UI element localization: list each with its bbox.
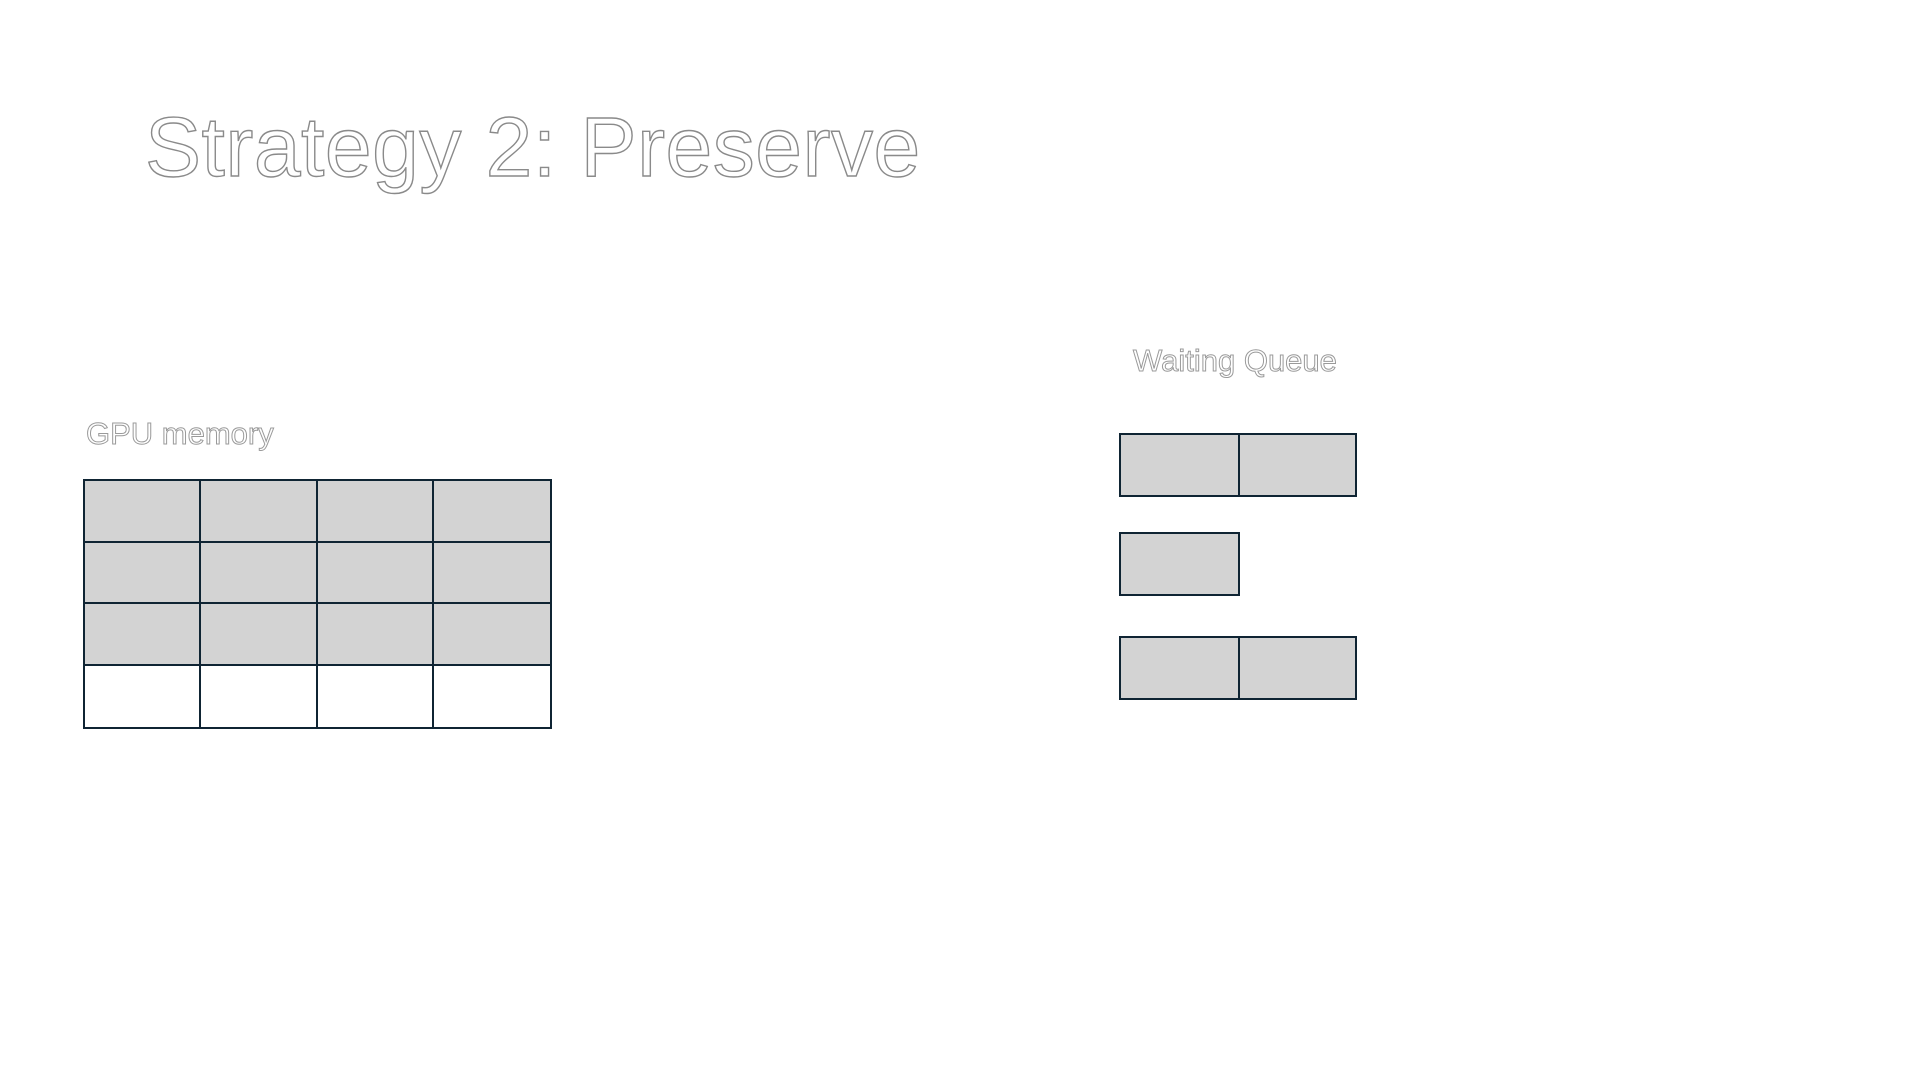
slide-title: Strategy 2: Preserve [144, 100, 921, 194]
queued-request [1119, 636, 1357, 700]
memory-block-used [85, 604, 202, 666]
memory-block-used [201, 542, 318, 604]
queued-request [1119, 433, 1357, 497]
memory-block-free [433, 665, 550, 727]
memory-block-used [433, 542, 550, 604]
queued-block [1121, 638, 1238, 698]
waiting-queue-label: Waiting Queue [1133, 343, 1338, 378]
memory-block-used [85, 542, 202, 604]
gpu-memory-grid [83, 479, 552, 729]
queued-request [1119, 532, 1240, 596]
memory-block-used [85, 481, 202, 543]
gpu-memory-label: GPU memory [86, 416, 275, 451]
memory-block-used [201, 481, 318, 543]
memory-block-used [317, 604, 434, 666]
memory-block-used [433, 604, 550, 666]
memory-block-free [201, 665, 318, 727]
queued-block [1121, 534, 1238, 594]
memory-block-used [433, 481, 550, 543]
memory-block-used [317, 481, 434, 543]
memory-block-used [317, 542, 434, 604]
queued-block [1238, 435, 1355, 495]
memory-block-free [317, 665, 434, 727]
memory-block-used [201, 604, 318, 666]
memory-block-free [85, 665, 202, 727]
queued-block [1238, 638, 1355, 698]
queued-block [1121, 435, 1238, 495]
